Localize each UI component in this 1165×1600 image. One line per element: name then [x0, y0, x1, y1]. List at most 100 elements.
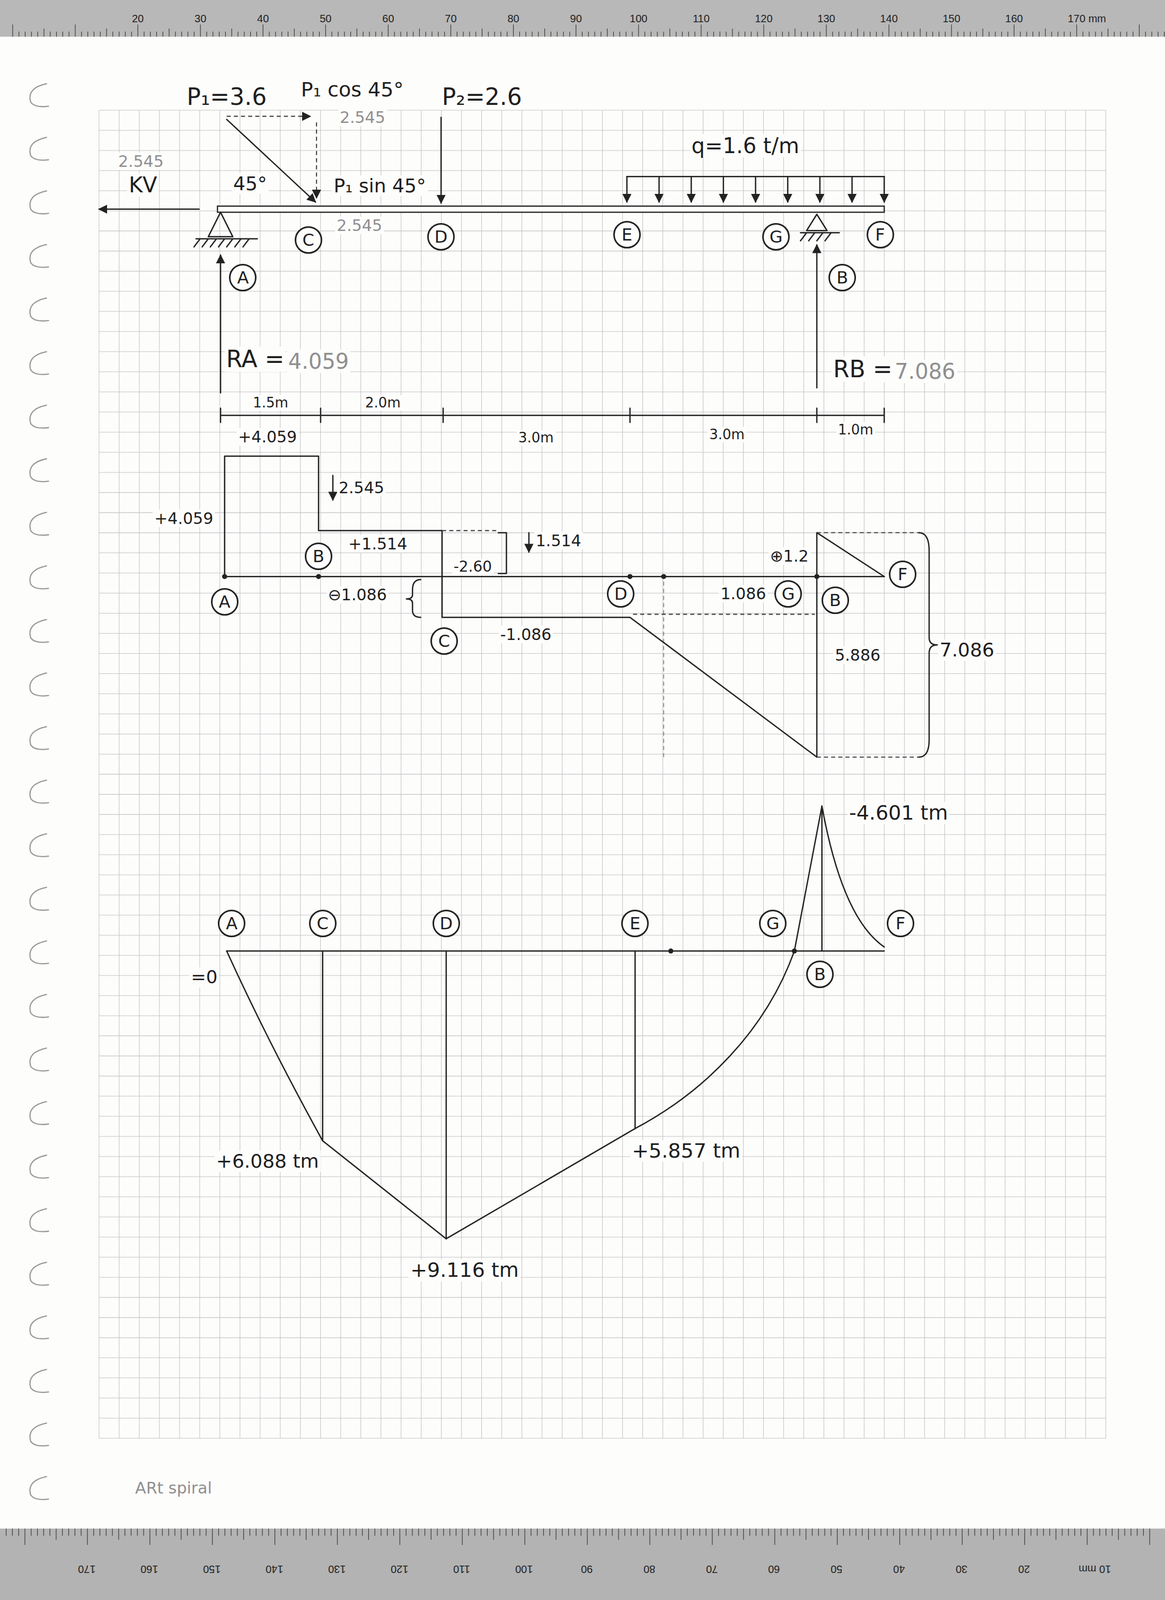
- ruler-number: 170: [76, 1564, 97, 1576]
- ruler-number: 110: [451, 1564, 472, 1576]
- shear-value: 7.086: [938, 639, 996, 661]
- point-marker: F: [888, 560, 917, 589]
- point-letter: C: [302, 231, 315, 249]
- ruler-number: 50: [828, 1564, 844, 1576]
- reaction-label: RA =: [224, 346, 287, 373]
- point-letter: G: [781, 585, 796, 603]
- point-letter: F: [895, 915, 906, 933]
- moment-value: =0: [189, 967, 219, 988]
- point-letter: F: [875, 226, 885, 244]
- point-marker: B: [828, 263, 856, 292]
- point-marker: D: [606, 580, 635, 608]
- ruler-number: 160: [1003, 12, 1025, 25]
- shear-value: +1.514: [346, 535, 409, 553]
- ruler-number: 60: [766, 1564, 782, 1576]
- ruler-bar: [0, 0, 1165, 37]
- point-marker: C: [309, 910, 337, 938]
- ruler-number: 110: [691, 12, 712, 25]
- point-marker: F: [886, 910, 915, 938]
- point-letter: C: [438, 632, 450, 650]
- ruler-number: 90: [579, 1564, 595, 1576]
- shear-value: ⊕1.2: [768, 547, 811, 566]
- ruler-number: 130: [815, 12, 837, 25]
- load-value: 2.545: [334, 216, 384, 235]
- moment-value: +5.857 tm: [630, 1140, 743, 1163]
- angle-label: 45°: [231, 173, 269, 195]
- grid-paper: [99, 110, 1106, 1440]
- point-letter: C: [316, 915, 329, 933]
- point-marker: G: [774, 580, 802, 608]
- point-letter: A: [237, 269, 250, 287]
- ruler-number: 80: [641, 1564, 657, 1576]
- ruler-number: 20: [1016, 1564, 1032, 1576]
- point-letter: B: [829, 592, 842, 610]
- ruler-number: 20: [130, 12, 146, 25]
- point-marker: B: [304, 542, 333, 571]
- ruler-number: 130: [326, 1564, 348, 1576]
- ruler-number: 150: [201, 1564, 223, 1576]
- brand-mark: ARt spiral: [133, 1479, 214, 1498]
- load-label: P₁=3.6: [184, 84, 269, 110]
- ruler-number: 30: [954, 1564, 969, 1576]
- shear-value: +4.059: [152, 509, 215, 528]
- ruler-number: 170 mm: [1066, 12, 1108, 25]
- reaction-value: 4.059: [286, 349, 351, 374]
- point-letter: D: [439, 915, 454, 933]
- ruler-number: 10 mm: [1077, 1564, 1113, 1576]
- point-letter: G: [769, 228, 783, 246]
- ruler-bar: [0, 1529, 1165, 1600]
- ruler-number: 40: [891, 1564, 907, 1576]
- load-component: P₁ cos 45°: [299, 78, 406, 102]
- dimension: 2.0m: [363, 395, 403, 411]
- reaction-label: KV: [127, 173, 160, 197]
- ruler-number: 70: [443, 12, 458, 25]
- point-marker: C: [294, 226, 323, 254]
- spiral-holes: [30, 83, 50, 1500]
- ruler-number: 30: [192, 12, 208, 25]
- shear-value: 5.886: [833, 646, 882, 665]
- point-marker: A: [228, 263, 257, 292]
- ruler-number: 70: [704, 1564, 720, 1576]
- ruler-ticks: [6, 24, 1165, 1546]
- point-marker: C: [430, 627, 458, 656]
- ruler-number: 60: [380, 12, 396, 25]
- load-value: 2.545: [116, 152, 166, 171]
- load-label: P₂=2.6: [440, 84, 524, 110]
- moment-value: -4.601 tm: [847, 802, 950, 825]
- ruler-number: 120: [389, 1564, 410, 1576]
- point-marker: F: [866, 221, 895, 249]
- point-letter: B: [836, 269, 849, 287]
- point-letter: D: [614, 585, 628, 603]
- load-value: 2.545: [338, 108, 387, 127]
- ruler-number: 100: [513, 1564, 535, 1576]
- ruler-number: 100: [628, 12, 649, 25]
- point-marker: G: [762, 223, 790, 251]
- dimension: 3.0m: [516, 430, 556, 446]
- point-marker: E: [621, 910, 649, 938]
- ruler-number: 150: [941, 12, 962, 25]
- shear-value: 1.086: [718, 585, 768, 603]
- point-letter: E: [621, 226, 633, 244]
- point-marker: D: [427, 223, 455, 251]
- moment-value: +6.088 tm: [214, 1151, 321, 1173]
- shear-value: 2.545: [337, 479, 386, 497]
- point-letter: E: [629, 915, 641, 933]
- reaction-label: RB =: [831, 356, 895, 383]
- point-marker: D: [432, 910, 461, 938]
- point-letter: B: [312, 548, 325, 566]
- ruler-number: 40: [255, 12, 271, 25]
- shear-value: ⊖1.086: [326, 586, 389, 604]
- shear-value: +4.059: [236, 428, 299, 446]
- shear-value: -2.60: [452, 559, 494, 576]
- point-marker: E: [613, 221, 641, 249]
- shear-value: -1.086: [498, 625, 554, 644]
- point-marker: A: [210, 588, 239, 616]
- ruler-number: 80: [505, 12, 521, 25]
- reaction-value: 7.086: [893, 359, 958, 384]
- ruler-number: 140: [263, 1564, 285, 1576]
- ruler-number: 120: [753, 12, 774, 25]
- beam-figure: [99, 116, 885, 423]
- shear-value: 1.514: [534, 532, 584, 550]
